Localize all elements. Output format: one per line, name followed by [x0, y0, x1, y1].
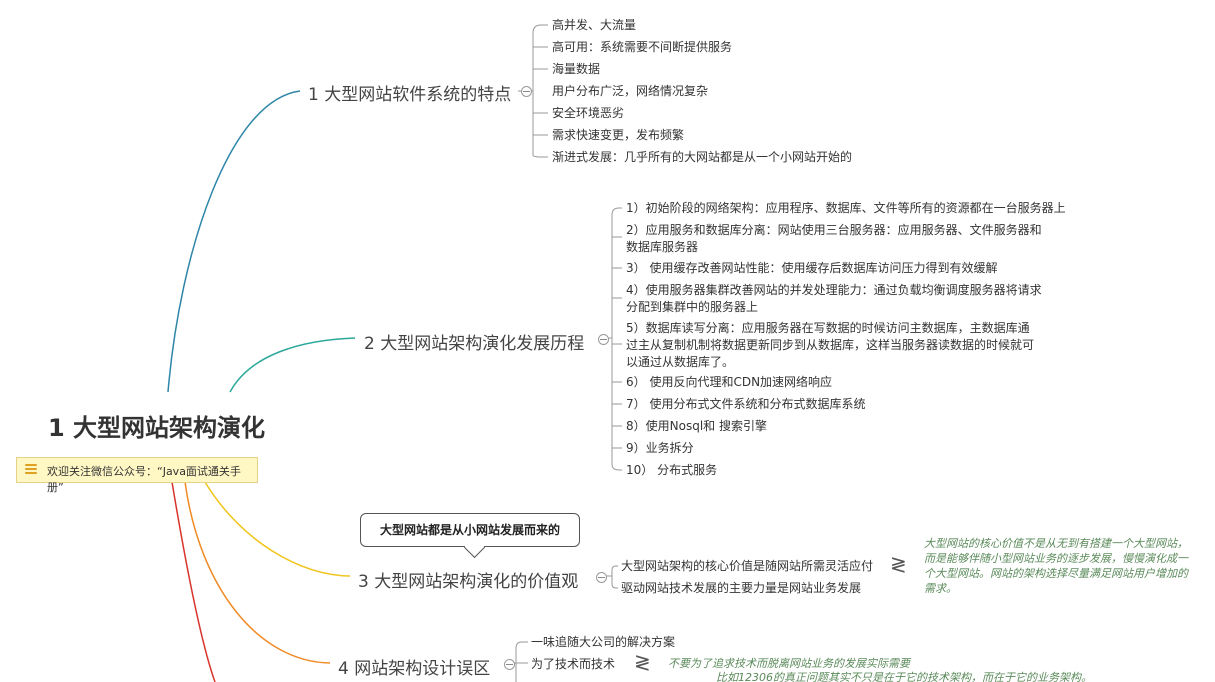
branch-3-line — [204, 481, 351, 577]
branch-4-line — [184, 481, 331, 664]
collapse-toggle-icon[interactable] — [521, 86, 532, 97]
branch-4-note: 不要为了追求技术而脱离网站业务的发展实际需要 — [668, 657, 910, 670]
branch-1-line — [167, 90, 301, 393]
callout-bubble[interactable]: 大型网站都是从小网站发展而来的 — [360, 513, 580, 547]
branch-2-leaf-lines — [608, 207, 622, 471]
branch-2-leaf[interactable]: 2）应用服务和数据库分离：网站使用三台服务器：应用服务器、文件服务器和数据库服务… — [626, 223, 1042, 254]
branch-4-note-2: 比如12306的真正问题其实不只是在于它的技术架构，而在于它的业务架构。 — [716, 671, 1092, 682]
branch-1-leaf[interactable]: 用户分布广泛，网络情况复杂 — [552, 84, 709, 98]
branch-2-leaf[interactable]: 4）使用服务器集群改善网站的并发处理能力：通过负载均衡调度服务器将请求分配到集群… — [626, 283, 1042, 314]
branch-4-topic[interactable]: 4 网站架构设计误区 — [338, 659, 491, 679]
branch-3-topic[interactable]: 3 大型网站架构演化的价值观 — [358, 572, 579, 592]
branch-2-leaf[interactable]: 5）数据库读写分离：应用服务器在写数据的时候访问主数据库，主数据库通过主从复制机… — [626, 321, 1035, 369]
collapse-toggle-icon[interactable] — [596, 572, 607, 583]
branch-1-leaf[interactable]: 高可用：系统需要不间断提供服务 — [552, 40, 733, 54]
branch-3-leaf-lines — [606, 565, 618, 589]
sticky-note-text: 欢迎关注微信公众号：“Java面试通关手册” — [47, 465, 241, 494]
branch-3-note: 大型网站的核心价值不是从无到有搭建一个大型网站，而是能够伴随小型网站业务的逐步发… — [924, 537, 1188, 595]
branch-2-topic[interactable]: 2 大型网站架构演化发展历程 — [364, 334, 585, 354]
branch-2-leaf[interactable]: 10） 分布式服务 — [626, 463, 718, 477]
branch-2-leaf[interactable]: 6） 使用反向代理和CDN加速网络响应 — [626, 375, 833, 389]
branch-1-leaf[interactable]: 高并发、大流量 — [552, 18, 637, 32]
branch-3-leaf[interactable]: 驱动网站技术发展的主要力量是网站业务发展 — [621, 581, 862, 595]
root-topic[interactable]: 1 大型网站架构演化 — [48, 414, 266, 442]
collapse-toggle-icon[interactable] — [598, 334, 609, 345]
branch-1-leaf[interactable]: 渐进式发展：几乎所有的大网站都是从一个小网站开始的 — [552, 150, 853, 164]
branch-5-line — [171, 481, 216, 682]
branch-1-leaf[interactable]: 海量数据 — [552, 62, 601, 76]
sticky-note[interactable]: 欢迎关注微信公众号：“Java面试通关手册” — [16, 457, 258, 494]
collapse-toggle-icon[interactable] — [504, 659, 515, 670]
note-squiggle-icon: ≷ — [890, 552, 907, 576]
branch-2-leaf[interactable]: 9）业务拆分 — [626, 441, 694, 455]
branch-2-leaf[interactable]: 1）初始阶段的网络架构：应用程序、数据库、文件等所有的资源都在一台服务器上 — [626, 201, 1066, 215]
note-squiggle-icon: ≷ — [634, 650, 651, 674]
branch-1-leaf[interactable]: 安全环境恶劣 — [552, 106, 625, 120]
branch-2-line — [229, 337, 356, 393]
branch-4-leaf[interactable]: 一味追随大公司的解决方案 — [531, 635, 676, 649]
branch-2-leaf[interactable]: 8）使用Nosql和 搜索引擎 — [626, 419, 767, 433]
note-icon — [25, 464, 37, 475]
branch-2-leaf[interactable]: 7） 使用分布式文件系统和分布式数据库系统 — [626, 397, 866, 411]
branch-2-leaf[interactable]: 3） 使用缓存改善网站性能：使用缓存后数据库访问压力得到有效缓解 — [626, 261, 998, 275]
branch-3-leaf[interactable]: 大型网站架构的核心价值是随网站所需灵活应付 — [621, 559, 874, 573]
branch-4-leaf[interactable]: 为了技术而技术 — [531, 657, 616, 671]
branch-1-topic[interactable]: 1 大型网站软件系统的特点 — [308, 85, 512, 105]
branch-1-leaf[interactable]: 需求快速变更，发布频繁 — [552, 128, 685, 142]
